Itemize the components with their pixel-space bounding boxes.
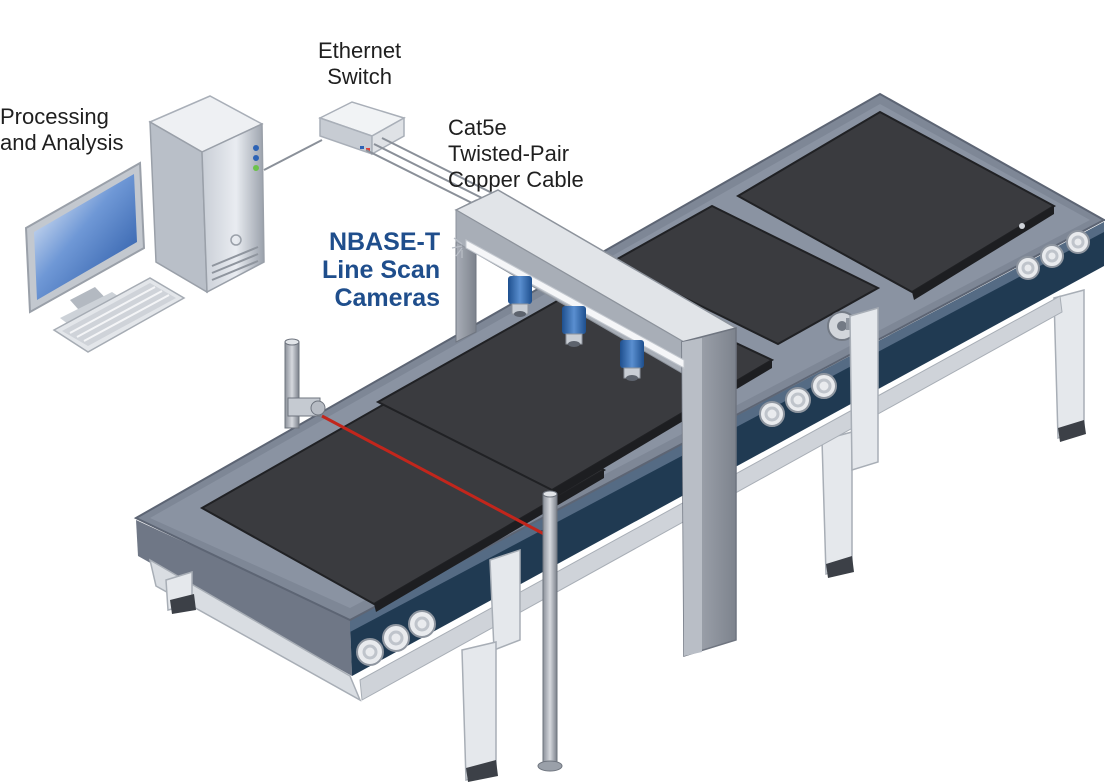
processing-analysis-label: Processing and Analysis: [0, 104, 124, 156]
laser-beam: [321, 414, 545, 536]
label-line: Ethernet: [318, 38, 402, 63]
label-line: Switch: [327, 64, 392, 89]
label-line: NBASE-T: [328, 228, 441, 256]
conveyor-leg: [461, 548, 521, 782]
light-bar: [451, 237, 697, 378]
computer-tower: [148, 95, 265, 294]
line-scan-camera: [562, 306, 586, 347]
conveyor-leg: [821, 431, 854, 578]
cable-label: Cat5e Twisted-Pair Copper Cable: [448, 115, 584, 193]
label-line: Line Scan: [322, 256, 441, 284]
label-line: Twisted-Pair: [448, 141, 570, 166]
label-line: and Analysis: [0, 130, 124, 155]
ethernet-switch-label: Ethernet Switch: [318, 38, 401, 90]
label-line: Cameras: [334, 284, 441, 312]
ethernet-switch: [318, 101, 406, 156]
cat5e-cables: [365, 137, 493, 206]
tower-switch-cable: [263, 139, 323, 171]
label-line: Cat5e: [448, 115, 507, 140]
conveyor-lower-rail: [148, 558, 362, 702]
plate: [609, 204, 881, 346]
label-line: Processing: [0, 104, 109, 129]
sensor-post: [537, 490, 563, 772]
conveyor-leg: [165, 570, 196, 614]
label-line: Copper Cable: [448, 167, 584, 192]
conveyor-leg: [1053, 289, 1086, 442]
line-scan-camera: [620, 340, 644, 381]
line-scan-cameras-label: NBASE-T Line Scan Cameras: [322, 228, 440, 312]
conveyor-belt-side: [136, 520, 352, 676]
camera-gantry: [454, 189, 738, 658]
sensor-post: [284, 338, 326, 429]
keyboard: [52, 277, 186, 353]
line-scan-camera: [508, 276, 532, 317]
conveyor-leg: [849, 307, 879, 472]
roller-group: [356, 230, 1090, 666]
